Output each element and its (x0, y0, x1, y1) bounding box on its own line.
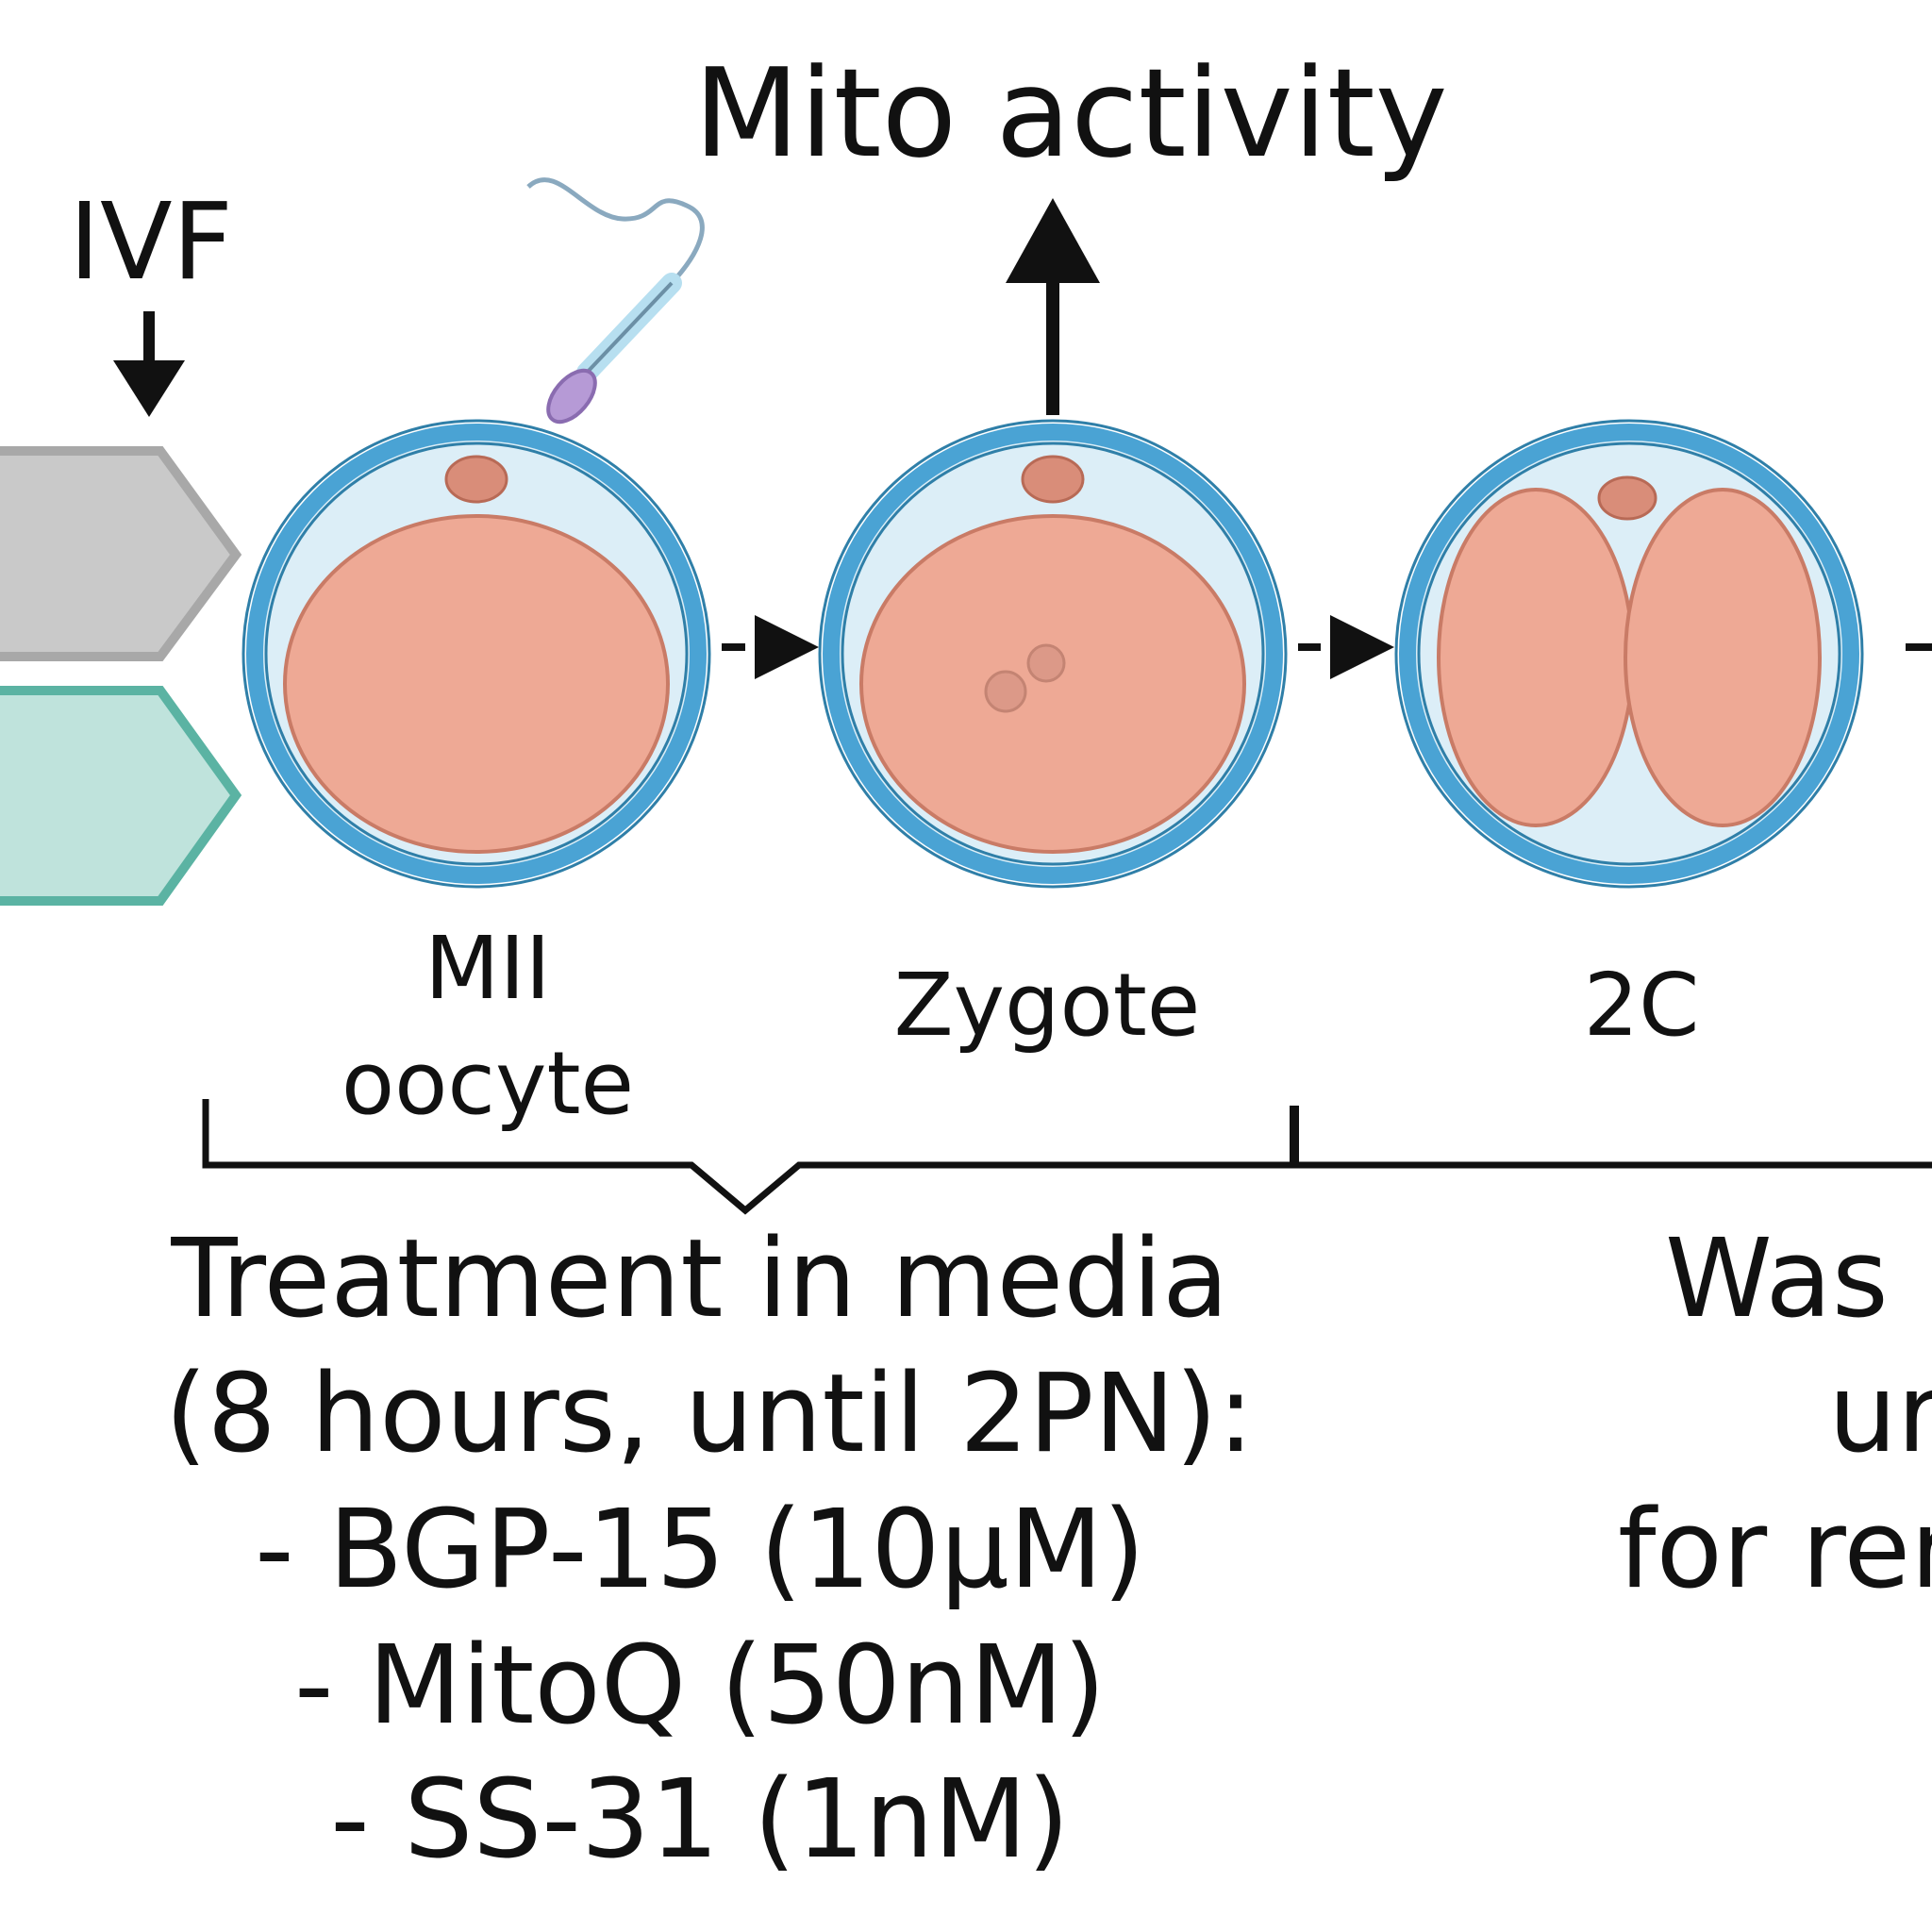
treatment-line-4: - MitoQ (50nM) (294, 1623, 1106, 1749)
wash-line-2: ur (1828, 1351, 1932, 1477)
zygote-cell (818, 419, 1288, 889)
mito-activity-label: Mito activity (693, 42, 1447, 185)
mii-oocyte-cell (242, 419, 711, 889)
teal-chevron (0, 686, 242, 906)
stage-label-mii: MII (425, 918, 551, 1019)
two-cell-embryo (1394, 419, 1864, 889)
sperm-icon (526, 177, 705, 425)
stage-label-zygote: Zygote (894, 955, 1201, 1056)
treatment-line-3: - BGP-15 (10µM) (255, 1487, 1145, 1613)
grey-chevron (0, 446, 242, 661)
treatment-line-2: (8 hours, until 2PN): (165, 1351, 1255, 1477)
ivf-arrow-head (113, 360, 185, 417)
treatment-bracket (202, 1099, 1294, 1215)
mito-arrow-head (1006, 198, 1100, 283)
arrow-mii-to-zygote (722, 615, 819, 679)
ivf-label: IVF (69, 181, 233, 304)
stage-label-2c: 2C (1584, 955, 1700, 1056)
treatment-line-5: - SS-31 (1nM) (330, 1757, 1069, 1883)
treatment-line-1: Treatment in media (170, 1216, 1228, 1342)
stage-label-oocyte: oocyte (341, 1033, 634, 1134)
wash-line-3: for rer (1618, 1487, 1932, 1613)
wash-line-1: Was (1665, 1216, 1889, 1342)
arrow-zygote-to-2c (1298, 615, 1394, 679)
